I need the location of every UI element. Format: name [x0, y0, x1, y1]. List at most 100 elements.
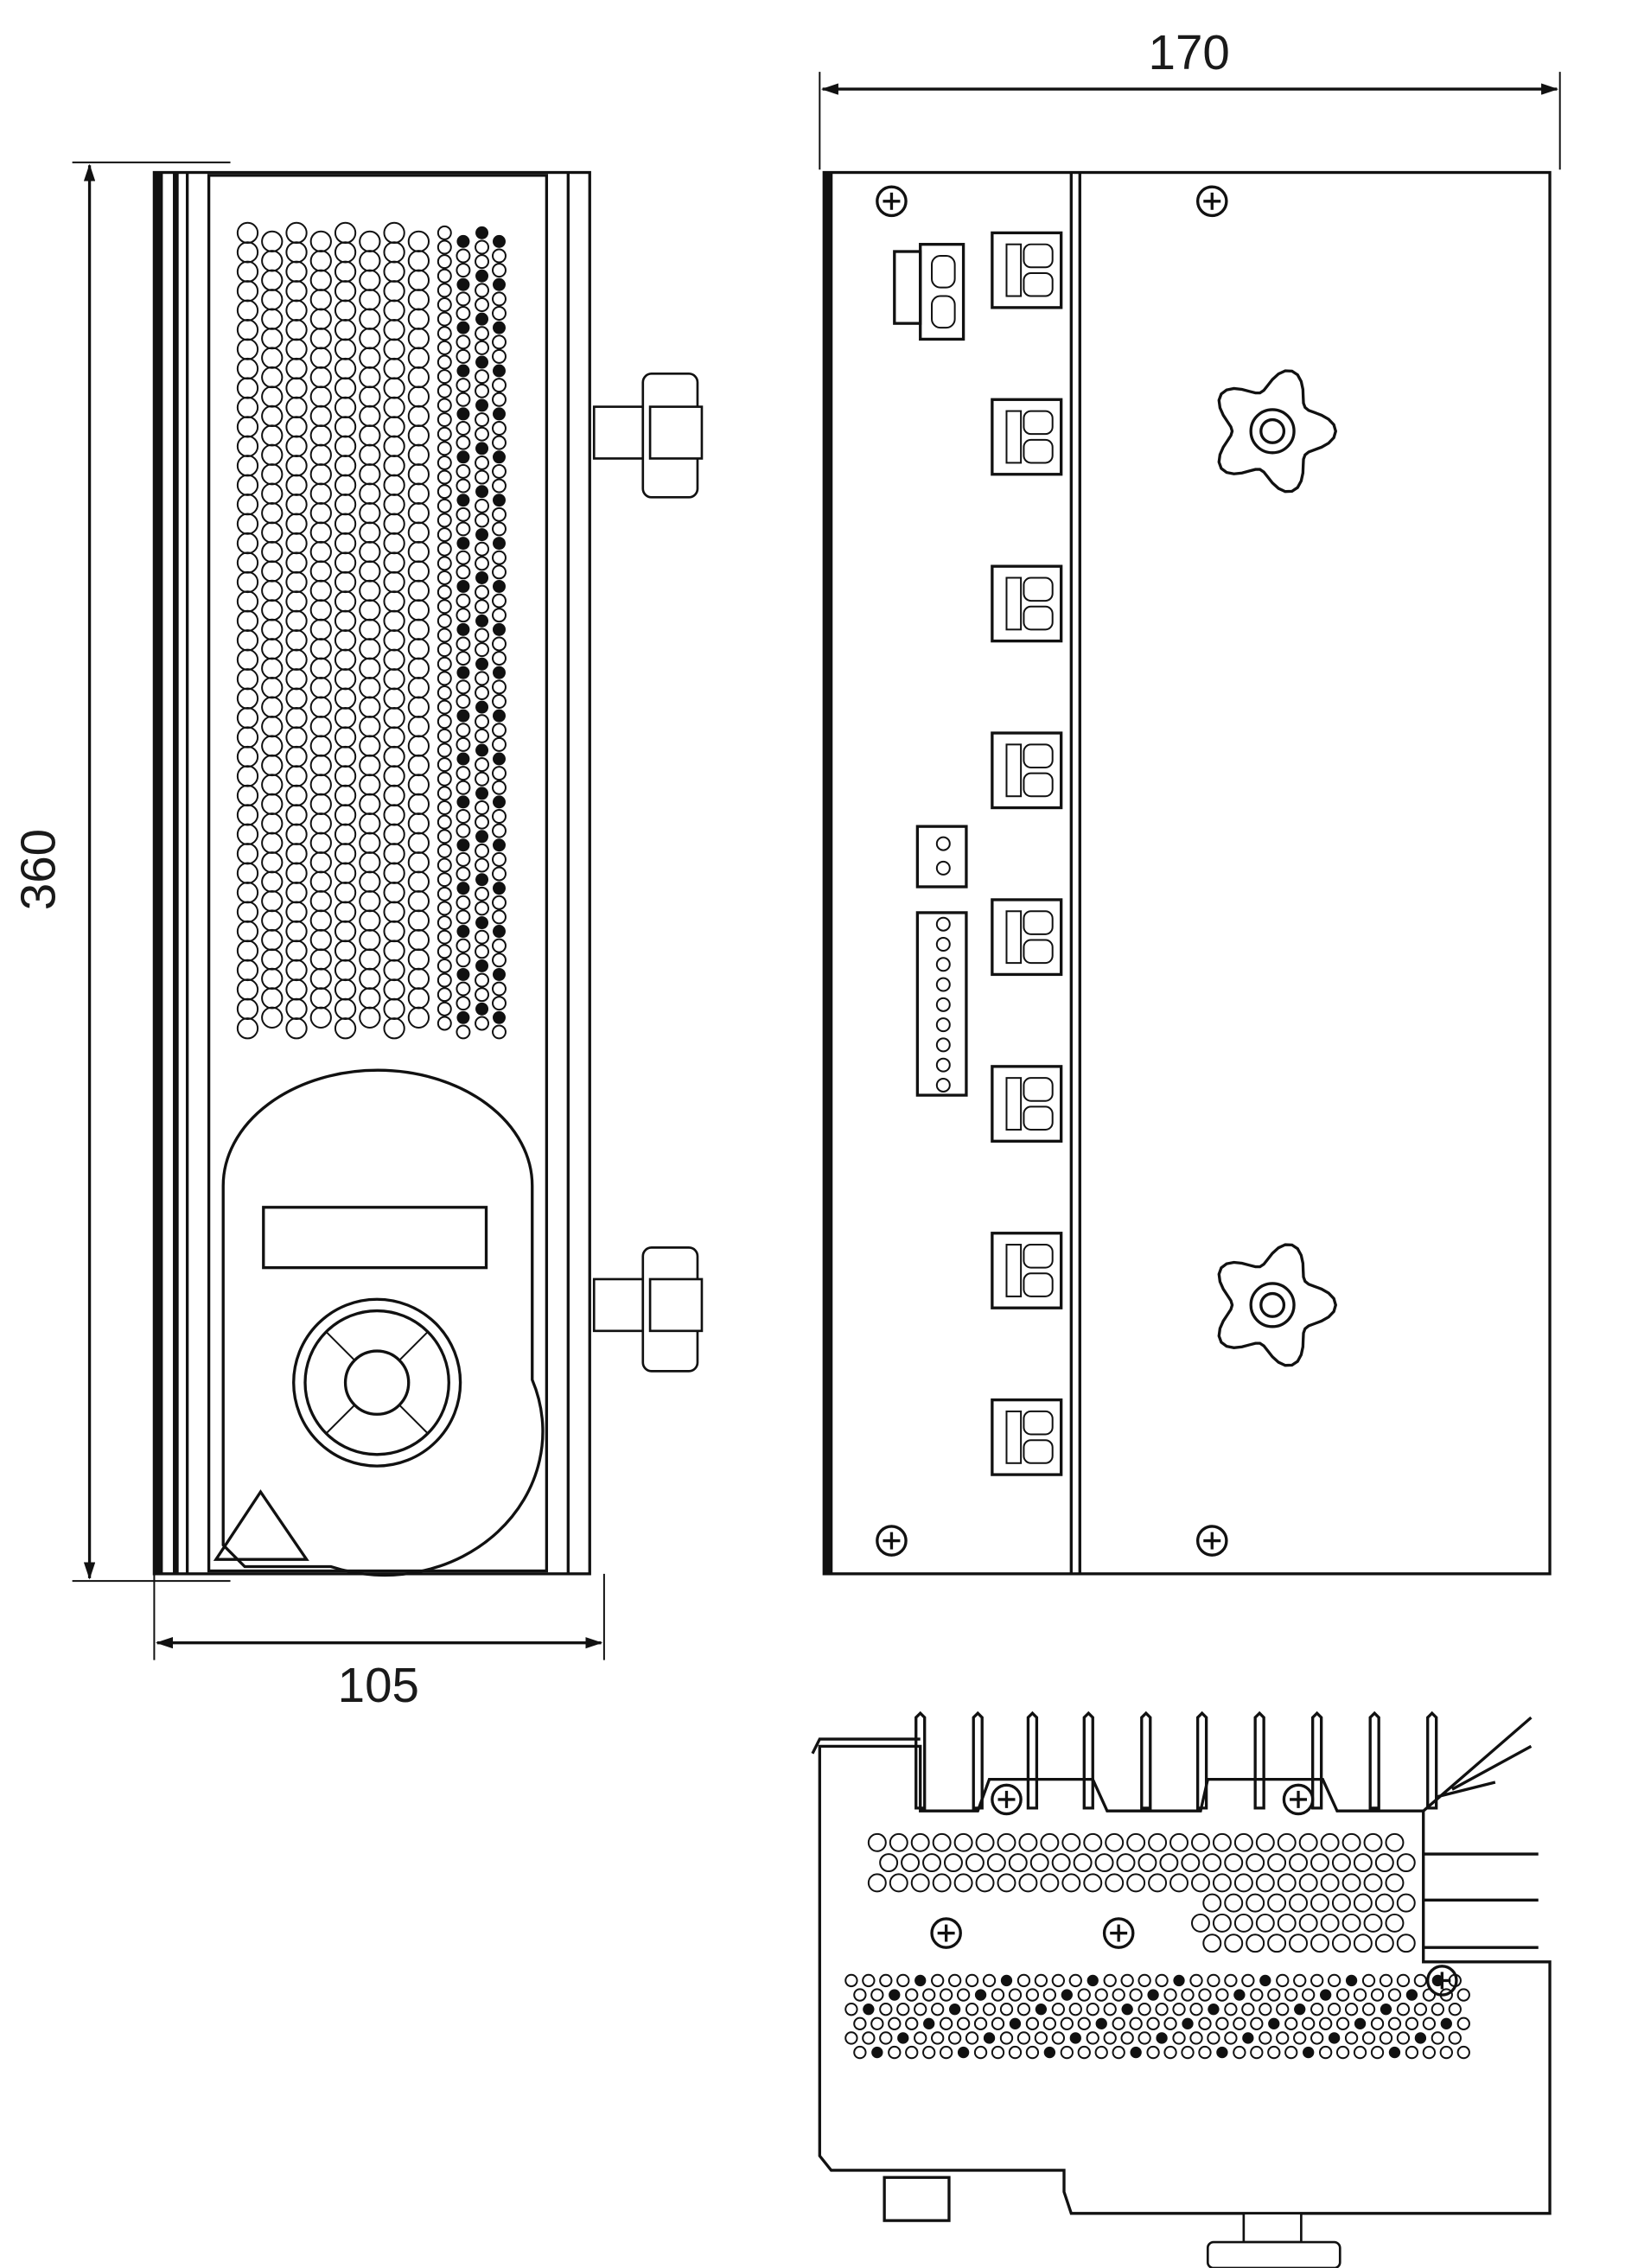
vent-hole — [475, 959, 489, 972]
vent-hole — [986, 1853, 1006, 1873]
vent-hole — [437, 987, 452, 1003]
vent-hole — [407, 482, 430, 505]
vent-hole — [407, 250, 430, 272]
vent-hole — [334, 726, 357, 749]
vent-hole — [1422, 2045, 1437, 2060]
vent-hole — [285, 882, 308, 904]
vent-hole — [309, 540, 332, 564]
vent-hole — [475, 355, 489, 369]
vent-hole — [1000, 1974, 1013, 1987]
vent-hole — [334, 706, 357, 729]
vent-hole — [334, 1017, 357, 1040]
vent-hole — [1105, 1873, 1125, 1893]
vent-hole — [309, 599, 332, 621]
vent-hole — [1016, 1973, 1031, 1988]
vent-hole — [334, 959, 357, 982]
vent-hole — [1374, 1853, 1394, 1873]
vent-hole — [334, 843, 357, 865]
vent-hole — [1126, 1873, 1146, 1893]
vent-hole — [407, 928, 430, 952]
vent-hole — [309, 657, 332, 679]
vent-hole — [493, 579, 506, 593]
vent-hole — [1155, 1973, 1169, 1988]
vent-hole — [285, 940, 308, 962]
vent-hole — [334, 629, 357, 652]
vent-hole — [1086, 2031, 1099, 2045]
vent-hole — [456, 378, 471, 393]
vent-hole — [1155, 2003, 1169, 2016]
vent-hole — [923, 2017, 935, 2029]
vent-hole — [931, 2031, 945, 2045]
vent-hole — [905, 2016, 919, 2030]
vent-hole — [334, 280, 357, 303]
vent-hole — [383, 920, 405, 943]
vent-hole — [475, 442, 489, 456]
vent-hole — [359, 928, 381, 952]
vent-hole — [407, 560, 430, 583]
vent-hole — [1207, 1973, 1220, 1988]
vent-hole — [359, 812, 381, 835]
vent-hole — [965, 2031, 979, 2045]
vent-hole — [1318, 2045, 1333, 2060]
dimension-depth-label: 170 — [1149, 25, 1230, 80]
vent-hole — [309, 463, 332, 486]
vent-hole — [475, 269, 489, 283]
vent-hole — [1284, 2016, 1298, 2030]
screw-icon — [991, 1783, 1023, 1816]
vent-hole — [1276, 2003, 1290, 2016]
vent-hole — [1246, 1893, 1265, 1913]
vent-hole — [1224, 1934, 1244, 1953]
vent-hole — [1320, 1832, 1340, 1852]
vent-hole — [1018, 1873, 1038, 1893]
vent-hole — [309, 812, 332, 835]
vent-hole — [922, 1988, 936, 2002]
vent-hole — [285, 726, 308, 749]
vent-hole — [236, 551, 259, 574]
vent-hole — [334, 745, 357, 768]
vent-hole — [1121, 2004, 1133, 2016]
vent-hole — [334, 978, 357, 1001]
vent-hole — [953, 1832, 973, 1852]
vent-hole — [889, 1832, 908, 1852]
vent-hole — [437, 886, 452, 901]
vent-hole — [1331, 1934, 1351, 1953]
vent-hole — [236, 318, 259, 341]
vent-hole — [1034, 2031, 1048, 2045]
vent-hole — [1310, 1934, 1329, 1953]
vent-hole — [1456, 1988, 1470, 2002]
vent-hole — [437, 771, 452, 787]
vent-hole — [334, 260, 357, 283]
vent-hole — [1224, 1853, 1244, 1873]
vent-hole — [285, 901, 308, 923]
vent-hole — [1241, 1973, 1255, 1988]
vent-hole — [1233, 2045, 1246, 2060]
vent-hole — [236, 687, 259, 710]
vent-hole — [1284, 2045, 1298, 2060]
vent-hole — [1172, 2003, 1186, 2016]
vent-hole — [309, 677, 332, 699]
vent-hole — [407, 230, 430, 252]
output-connector — [991, 1398, 1063, 1476]
vent-hole — [359, 250, 381, 272]
vent-hole — [1327, 2003, 1341, 2016]
vent-hole — [383, 1017, 405, 1040]
vent-hole — [456, 1010, 470, 1024]
vent-hole — [1439, 2045, 1453, 2060]
vent-hole — [1061, 1832, 1081, 1852]
vent-hole — [236, 901, 259, 923]
vent-hole — [236, 668, 259, 691]
vent-hole — [493, 838, 506, 852]
vent-hole — [1051, 2003, 1065, 2016]
terminal-pin — [935, 977, 951, 992]
vent-hole — [383, 706, 405, 729]
vent-hole — [309, 948, 332, 971]
vent-hole — [359, 308, 381, 330]
vent-hole — [359, 424, 381, 447]
vent-hole — [437, 714, 452, 729]
vent-hole — [261, 638, 284, 660]
vent-hole — [982, 2003, 997, 2016]
vent-hole — [975, 1832, 995, 1852]
vent-hole — [1233, 1913, 1253, 1933]
vent-hole — [383, 590, 405, 613]
vent-hole — [889, 1989, 901, 2001]
